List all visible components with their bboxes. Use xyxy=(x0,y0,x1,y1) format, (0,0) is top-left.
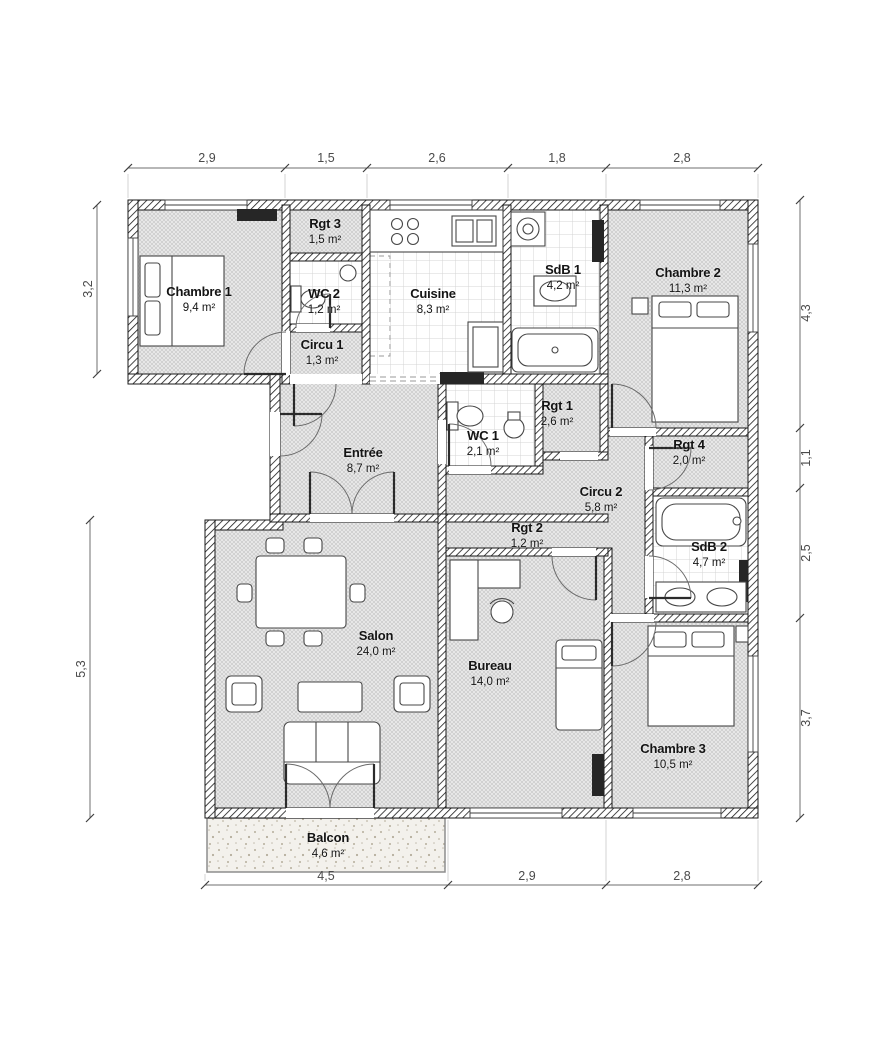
room-area: 1,2 m² xyxy=(307,304,341,317)
dim-right-3: 3,7 xyxy=(799,709,813,727)
dim-top-2: 2,6 xyxy=(428,151,446,165)
room-label-salon: Salon 24,0 m² xyxy=(357,628,396,660)
room-label-wc-1: WC 1 2,1 m² xyxy=(467,428,500,460)
dim-top-0: 2,9 xyxy=(198,151,216,165)
room-name: SdB 2 xyxy=(691,539,727,555)
dim-right-2: 2,5 xyxy=(799,544,813,562)
room-name: Chambre 3 xyxy=(640,741,706,757)
room-label-rgt-2: Rgt 2 1,2 m² xyxy=(511,520,544,552)
room-area: 2,6 m² xyxy=(540,416,574,429)
room-label-balcon: Balcon 4,6 m² xyxy=(307,830,349,862)
room-label-cuisine: Cuisine 8,3 m² xyxy=(410,286,456,318)
dimension-lines xyxy=(89,167,801,886)
room-label-rgt-3: Rgt 3 1,5 m² xyxy=(309,216,342,248)
dim-top-1: 1,5 xyxy=(317,151,335,165)
room-name: Rgt 1 xyxy=(541,398,573,414)
room-area: 2,1 m² xyxy=(466,446,500,459)
room-label-entree: Entrée 8,7 m² xyxy=(343,445,382,477)
room-name: Circu 1 xyxy=(300,337,344,353)
room-label-circu-2: Circu 2 5,8 m² xyxy=(580,484,623,516)
room-name: Chambre 1 xyxy=(166,284,232,300)
room-label-rgt-4: Rgt 4 2,0 m² xyxy=(673,437,706,469)
dim-right-1: 1,1 xyxy=(799,449,813,467)
dim-bottom-1: 2,9 xyxy=(518,869,536,883)
room-name: Cuisine xyxy=(410,286,456,302)
room-area: 10,5 m² xyxy=(653,759,693,772)
room-area: 4,6 m² xyxy=(311,848,345,861)
room-area: 1,3 m² xyxy=(305,355,339,368)
room-name: Bureau xyxy=(468,658,512,674)
room-name: WC 1 xyxy=(467,428,499,444)
room-name: Salon xyxy=(358,628,394,644)
dim-bottom-2: 2,8 xyxy=(673,869,691,883)
room-name: Circu 2 xyxy=(579,484,623,500)
room-label-rgt-1: Rgt 1 2,6 m² xyxy=(541,398,574,430)
dimension-extensions xyxy=(127,174,759,881)
room-area: 5,8 m² xyxy=(584,502,618,515)
room-label-circu-1: Circu 1 1,3 m² xyxy=(301,337,344,369)
kitchen-open-passage xyxy=(370,376,438,382)
dim-right-0: 4,3 xyxy=(799,304,813,322)
room-name: SdB 1 xyxy=(545,262,581,278)
door-openings xyxy=(270,324,656,818)
room-label-bureau: Bureau 14,0 m² xyxy=(468,658,512,690)
room-label-sdb-1: SdB 1 4,2 m² xyxy=(545,262,581,294)
room-label-chambre-2: Chambre 2 11,3 m² xyxy=(655,265,721,297)
columns-layer xyxy=(237,209,748,796)
room-label-chambre-3: Chambre 3 10,5 m² xyxy=(640,741,706,773)
room-area: 1,5 m² xyxy=(308,234,342,247)
dimension-ticks xyxy=(85,163,805,890)
room-area: 4,2 m² xyxy=(546,280,580,293)
room-area: 8,7 m² xyxy=(346,463,380,476)
dim-left-0: 3,2 xyxy=(81,280,95,298)
room-area: 14,0 m² xyxy=(470,676,510,689)
dim-top-4: 2,8 xyxy=(673,151,691,165)
room-name: Balcon xyxy=(306,830,350,846)
room-name: Rgt 2 xyxy=(511,520,543,536)
doors-layer xyxy=(243,293,692,809)
dim-bottom-0: 4,5 xyxy=(317,869,335,883)
room-area: 24,0 m² xyxy=(356,646,396,659)
room-name: Rgt 3 xyxy=(309,216,341,232)
room-name: Chambre 2 xyxy=(655,265,721,281)
room-label-sdb-2: SdB 2 4,7 m² xyxy=(691,539,727,571)
room-area: 1,2 m² xyxy=(510,538,544,551)
room-name: Entrée xyxy=(343,445,383,461)
room-area: 11,3 m² xyxy=(668,283,708,296)
room-name: Rgt 4 xyxy=(673,437,705,453)
room-area: 4,7 m² xyxy=(692,557,726,570)
dim-left-1: 5,3 xyxy=(74,660,88,678)
room-area: 9,4 m² xyxy=(182,302,216,315)
room-area: 2,0 m² xyxy=(672,455,706,468)
room-label-wc-2: WC 2 1,2 m² xyxy=(308,286,341,318)
room-area: 8,3 m² xyxy=(416,304,450,317)
room-name: WC 2 xyxy=(308,286,340,302)
dim-top-3: 1,8 xyxy=(548,151,566,165)
furniture-layer xyxy=(139,209,749,785)
windows-layer xyxy=(127,199,759,819)
room-label-chambre-1: Chambre 1 9,4 m² xyxy=(166,284,232,316)
